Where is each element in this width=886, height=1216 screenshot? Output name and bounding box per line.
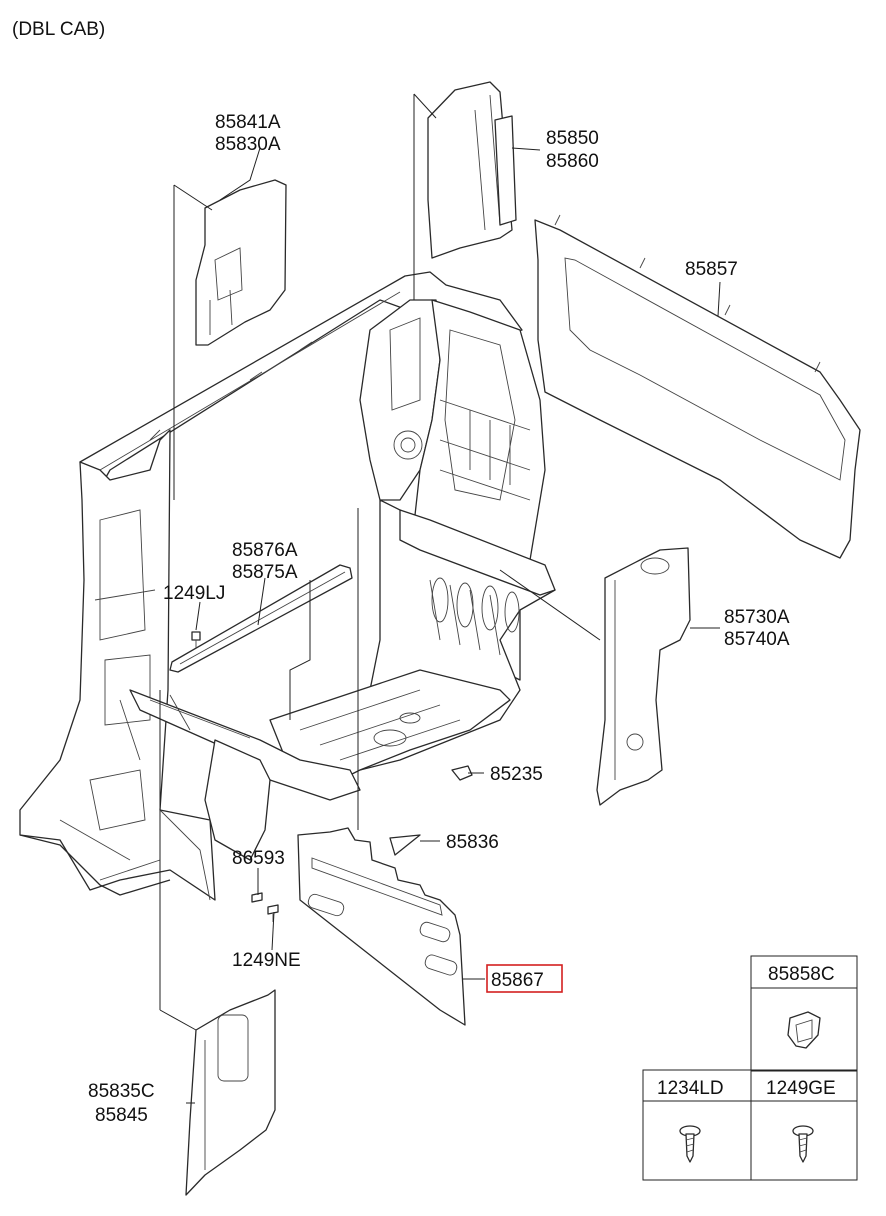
label-85876A: 85876A <box>232 540 298 561</box>
label-85867[interactable]: 85867 <box>491 970 544 991</box>
fastener-row-bottom <box>642 1069 858 1181</box>
part-85841A-trim <box>195 179 287 346</box>
leader-lines <box>159 93 721 1104</box>
fastener-85836 <box>389 834 421 856</box>
part-labels: 85841A 85830A 85850 85860 85857 85876A 8… <box>88 112 790 1126</box>
label-85830A: 85830A <box>215 134 281 155</box>
fastener-table: 85858C 1234LD 1249GE <box>642 955 858 1181</box>
label-85875A: 85875A <box>232 562 298 583</box>
label-1249LJ: 1249LJ <box>163 583 225 604</box>
label-85235: 85235 <box>490 764 543 785</box>
fastener-label-85858C: 85858C <box>768 964 835 985</box>
screw-icon-1234LD <box>679 1125 701 1163</box>
label-85860: 85860 <box>546 151 599 172</box>
label-85836: 85836 <box>446 832 499 853</box>
part-85850-trim <box>427 81 517 259</box>
fastener-label-1249GE: 1249GE <box>766 1078 836 1099</box>
label-86593: 86593 <box>232 848 285 869</box>
label-85841A: 85841A <box>215 112 281 133</box>
fastener-label-1234LD: 1234LD <box>657 1078 724 1099</box>
part-85867-panel <box>297 827 466 1026</box>
part-85857-back-trim <box>534 214 861 559</box>
part-85835C-trim <box>185 989 276 1196</box>
fastener-cell-85858C <box>750 955 858 1072</box>
label-85850: 85850 <box>546 128 599 149</box>
label-85740A: 85740A <box>724 629 790 650</box>
cab-body-shell <box>19 271 556 901</box>
screw-icon-1249GE <box>792 1125 814 1163</box>
fastener-1249NE <box>267 904 279 922</box>
fastener-1249LJ <box>191 631 201 648</box>
highlight-box-85867 <box>486 964 563 993</box>
fastener-86593 <box>251 892 263 903</box>
part-85730A-trim <box>596 547 691 806</box>
cab-type-title: (DBL CAB) <box>12 19 105 40</box>
label-85835C: 85835C <box>88 1081 155 1102</box>
part-85876A-strip <box>169 564 353 673</box>
clip-icon <box>787 1011 821 1049</box>
label-85845: 85845 <box>95 1105 148 1126</box>
label-85857: 85857 <box>685 259 738 280</box>
label-1249NE: 1249NE <box>232 950 301 971</box>
fastener-85235 <box>451 765 473 781</box>
label-85730A: 85730A <box>724 607 790 628</box>
